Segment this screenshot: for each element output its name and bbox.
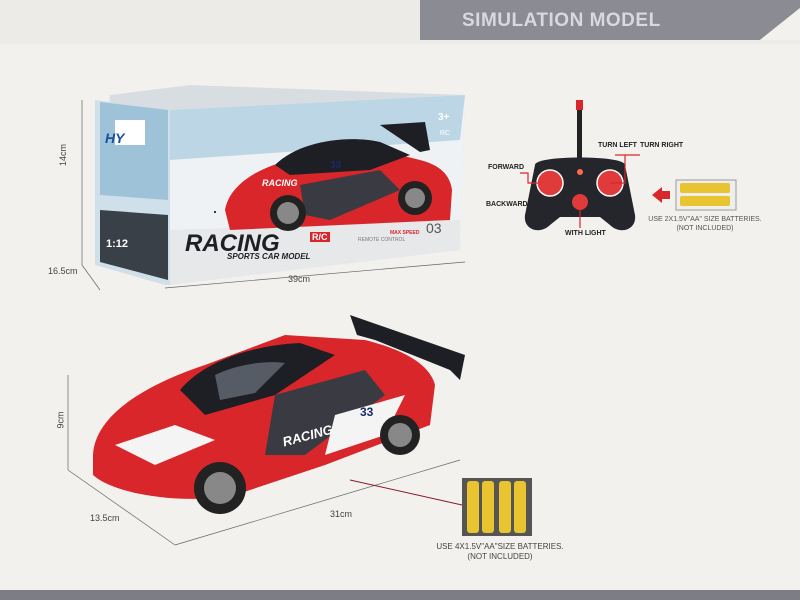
turn-left-label: TURN LEFT: [598, 142, 637, 149]
box-depth-label: 16.5cm: [48, 266, 78, 276]
turn-right-label: TURN RIGHT: [640, 142, 684, 149]
top-banner: [0, 0, 800, 44]
box-title: RACING: [185, 230, 280, 257]
forward-label: FORWARD: [488, 164, 525, 171]
max-speed-label: MAX SPEED: [390, 230, 420, 236]
car-dimension-lines: [67, 375, 463, 546]
with-light-label: WITH LIGHT: [565, 230, 606, 237]
box-car-number: 33: [330, 160, 342, 171]
box-length-label: 39cm: [288, 274, 311, 284]
age-label: 3+: [438, 112, 450, 123]
box-car-decal: RACING: [262, 178, 298, 188]
box-dimension-lines: [81, 100, 466, 291]
car-height-label: 9cm: [55, 411, 66, 429]
car-width-label: 13.5cm: [90, 513, 120, 523]
car-number: 33: [360, 405, 374, 419]
box-subtitle: SPORTS CAR MODEL: [227, 252, 311, 261]
rc-car: [93, 315, 465, 514]
controller-battery-note: USE 2X1.5V"AA" SIZE BATTERIES. (NOT INCL…: [645, 215, 765, 233]
box-height-label: 14cm: [58, 143, 69, 167]
model-number: 03: [426, 220, 442, 236]
remote-control-label: REMOTE CONTROL: [358, 237, 406, 243]
car-length-label: 31cm: [330, 509, 353, 519]
controller-battery-note-line1: USE 2X1.5V"AA" SIZE BATTERIES.: [648, 216, 762, 223]
rc-mark: RC: [440, 130, 451, 137]
car-battery-note-line1: USE 4X1.5V"AA"SIZE BATTERIES.: [436, 542, 564, 551]
bottom-bar: [0, 590, 800, 600]
controller-battery-note-line2: (NOT INCLUDED): [676, 225, 734, 232]
brand-logo: HY: [105, 130, 125, 146]
remote-controller: [520, 100, 640, 231]
box-title-badge: R/C: [310, 232, 330, 242]
controller-batteries: [652, 179, 737, 211]
car-battery-note: USE 4X1.5V"AA"SIZE BATTERIES. (NOT INCLU…: [420, 542, 580, 562]
car-batteries: [462, 478, 532, 536]
car-battery-note-line2: (NOT INCLUDED): [467, 552, 533, 561]
banner-title: SIMULATION MODEL: [462, 10, 661, 31]
backward-label: BACKWARD: [486, 201, 528, 208]
scale-label: 1:12: [106, 238, 129, 250]
product-box: [95, 85, 465, 285]
